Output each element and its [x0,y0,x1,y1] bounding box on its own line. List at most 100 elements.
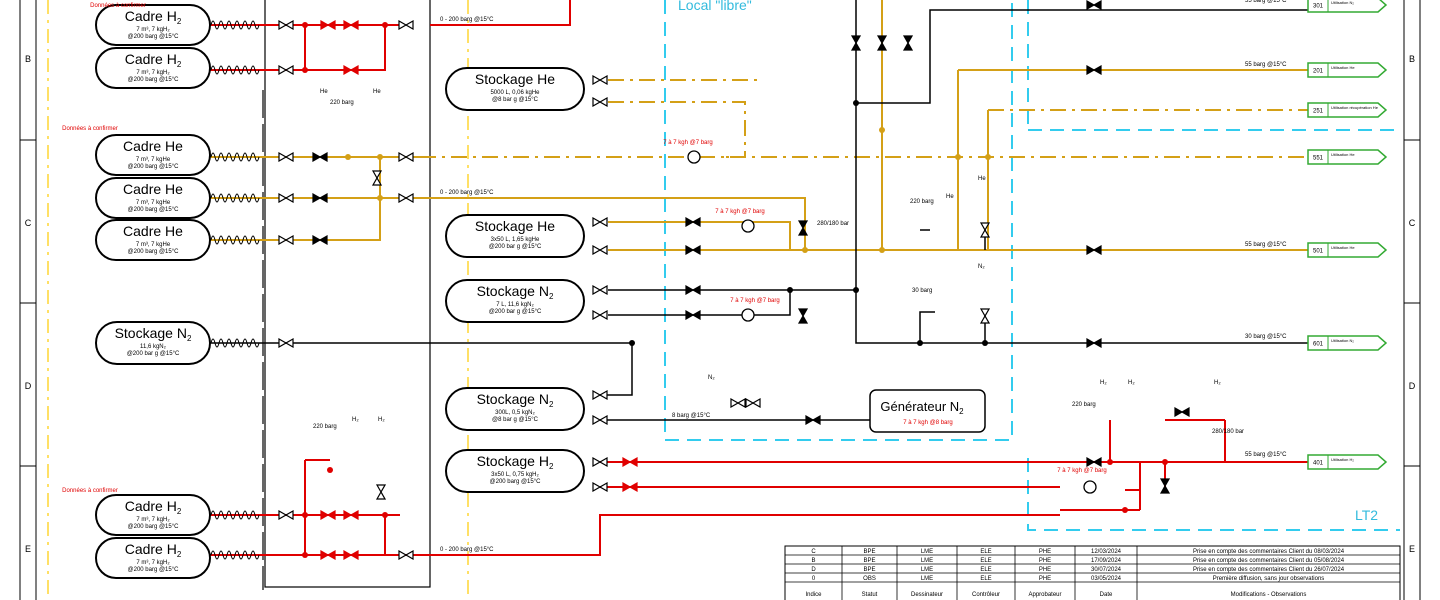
title-block-cell-dessinateur: LME [921,576,933,582]
pressure-label-220-h2b: 220 barg [1072,402,1096,408]
zone-label-local-libre: Local "libre" [678,0,752,13]
title-block-cell-date: 30/07/2024 [1091,567,1122,573]
title-block-header-dessinateur: Dessinateur [911,592,943,598]
generator-sub: 2 [959,407,964,416]
stockage-line1: 3x50 L, 0,75 kgH₂ [491,472,539,478]
title-block-cell-date: 03/05/2024 [1091,576,1122,582]
outlet-text: Utilisation récupération He [1331,105,1379,110]
row-label-d: D [25,381,32,391]
outlet-text: Utilisation He [1331,152,1355,157]
title-block-cell-date: 17/09/2024 [1091,558,1122,564]
svg-text:Stockage He: Stockage He [475,71,555,87]
outlet-text: Utilisation N₂ [1331,338,1354,343]
compressor-he-note: 7 à 7 kgh @7 barg [663,140,712,146]
confirm-note-he: Données à confirmer [62,126,118,132]
row-label-b: B [25,54,31,64]
pressure-label-h2-bottom: 0 - 200 barg @15°C [440,547,494,553]
vent-label-h2-1: H₂ [352,417,359,423]
cadre-hec: Cadre He7 m³, 7 kgHe@200 barg @15°C [95,219,211,261]
pressure-label-he: 0 - 200 barg @15°C [440,190,494,196]
row-label-c-right: C [1409,218,1416,228]
generator-n2: Générateur N2 7 à 7 kgh @8 barg [869,389,986,433]
stockage-line1: 3x50 L, 1,65 kgHe [491,237,540,243]
cadre-line1: 7 m³, 7 kgH₂ [136,70,170,76]
title-block-header-indice: Indice [805,592,822,598]
cadre-title-sub: 2 [177,17,182,26]
cadre-title-sub: 2 [177,60,182,69]
cadre-line1: 7 m³, 7 kgHe [136,157,171,163]
svg-text:Générateur N2: Générateur N2 [880,399,964,416]
pressure-label-220-he: 220 barg [330,100,354,106]
title-block-cell-statut: OBS [863,576,876,582]
cadre-h2a: Cadre H27 m³, 7 kgH₂@200 barg @15°C [95,4,211,46]
n2-lines [210,0,1320,421]
cadre-title: Cadre H [125,498,177,514]
svg-text:Cadre H2: Cadre H2 [125,541,182,559]
outlet-text: Utilisation He [1331,245,1355,250]
svg-text:Stockage N2: Stockage N2 [477,283,554,301]
rack-outline [264,0,431,588]
svg-text:Stockage He: Stockage He [475,218,555,234]
junction-dots [302,22,1168,558]
cadre-line1: 7 m³, 7 kgH₂ [136,27,170,33]
compressor-he2-note: 7 à 7 kgh @7 barg [715,209,764,215]
confirm-note-top: Données à confirmer [90,3,146,9]
title-block-cell-controleur: ELE [980,567,991,573]
cadre-heb: Cadre He7 m³, 7 kgHe@200 barg @15°C [95,177,211,219]
zone-boundaries [47,0,1400,600]
vent-label-he-3: He [946,194,954,200]
outlet-text: Utilisation H₂ [1331,457,1354,462]
vent-label-n2-1: N₂ [708,375,715,381]
title-block-cell-controleur: ELE [980,576,991,582]
cadre-title-sub: 2 [177,550,182,559]
pressure-label-220-he2: 220 barg [910,199,934,205]
title-block-cell-statut: BPE [863,567,875,573]
title-block-cell-obs: Prise en compte des commentaires Client … [1193,549,1345,555]
title-block-cell-approbateur: PHE [1039,567,1051,573]
stockage-line2: @200 bar g @15°C [127,351,180,357]
title-block-header-obs: Modifications - Observations [1231,592,1307,598]
stockage-title-sub: 2 [549,462,554,471]
valves [278,0,1190,560]
h2-lines-top [210,0,1320,556]
stockage-title-sub: 2 [187,334,192,343]
cadre-line2: @200 barg @15°C [128,207,180,213]
cadre-title: Cadre He [123,181,183,197]
title-block-cell-statut: BPE [863,549,875,555]
pressure-label-30-n2: 30 barg [912,288,932,294]
cadre-h2b: Cadre H27 m³, 7 kgH₂@200 barg @15°C [95,47,211,89]
stockage-line1: 7 L, 11,6 kgN₂ [496,302,534,308]
stockage-line1: 11,6 kgN₂ [140,344,167,350]
vent-label-h2-4: H₂ [1214,380,1221,386]
stockage-title: Stockage H [477,453,549,469]
row-label-b-right: B [1409,54,1415,64]
pressure-label-601: 30 barg @15°C [1245,334,1287,340]
stockage-title: Stockage N [115,325,187,341]
compressor-h2-note: 7 à 7 kgh @7 barg [1057,468,1106,474]
drawing-frame [19,0,1421,600]
outlet-401: 401 Utilisation H₂ [1307,454,1388,470]
cadre-line1: 7 m³, 7 kgH₂ [136,517,170,523]
pressure-label-401: 55 barg @15°C [1245,452,1287,458]
title-block-cell-controleur: ELE [980,558,991,564]
regulator-label-h2: 280/180 bar [1212,429,1244,435]
outlet-text: Utilisation He [1331,65,1355,70]
stockage-title: Stockage N [477,283,549,299]
outlet-code: 401 [1313,461,1324,467]
title-block-cell-controleur: ELE [980,549,991,555]
stockage-line2: @8 bar g @15°C [492,417,539,423]
cadre-h2c: Cadre H27 m³, 7 kgH₂@200 barg @15°C [95,494,211,536]
vent-label-he-1: He [320,89,328,95]
cadre-line2: @200 barg @15°C [128,249,180,255]
outlet-text: Utilisation N₂ [1331,0,1354,5]
